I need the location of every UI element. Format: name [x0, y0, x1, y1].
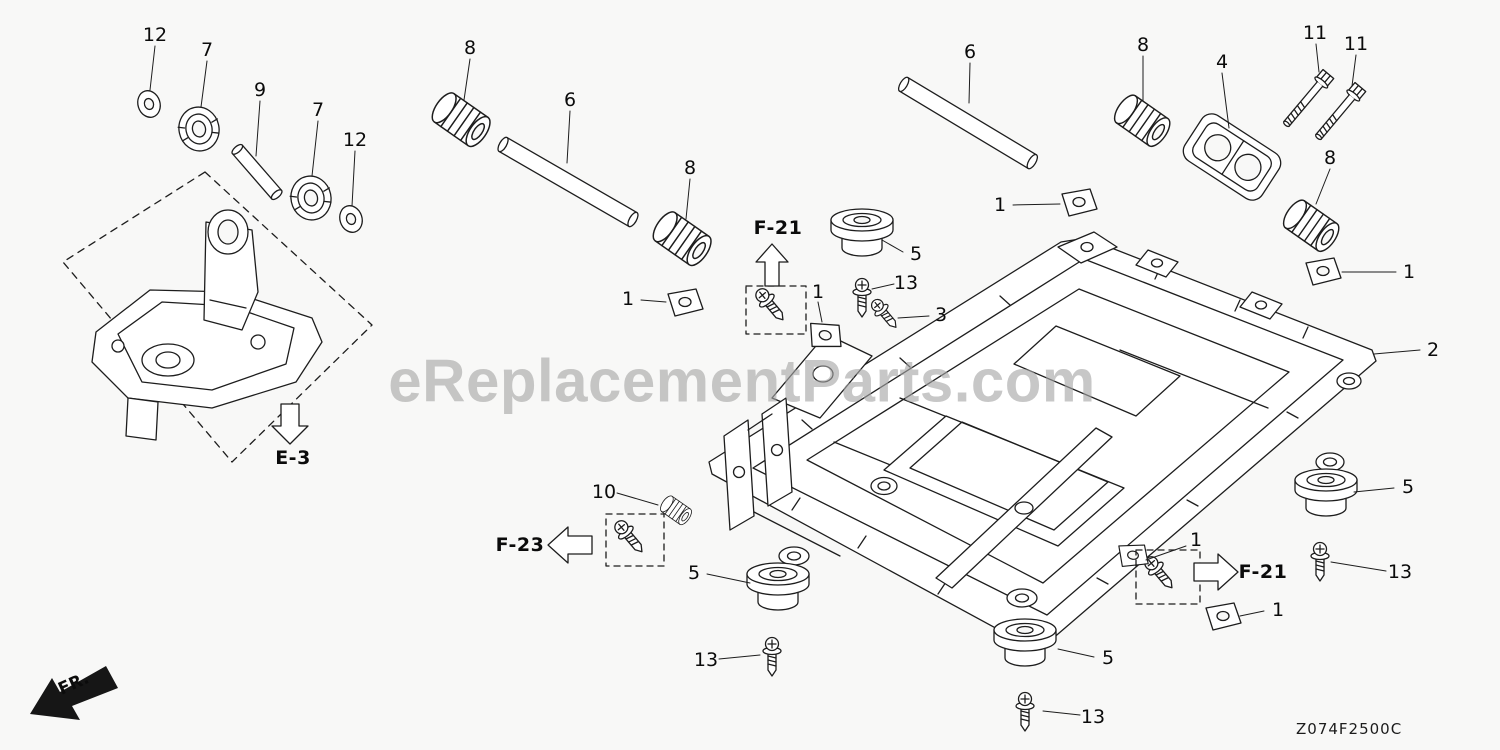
base-pan — [708, 231, 1377, 645]
e3-down-arrow — [271, 403, 309, 445]
front-direction-arrow — [30, 666, 118, 720]
long-rod-part — [495, 75, 1041, 229]
f21-right-arrow — [1193, 553, 1239, 591]
reference-arrows — [271, 243, 1239, 591]
diagram-code: Z074F2500C — [1296, 720, 1403, 738]
mount-bracket-part — [1182, 113, 1282, 201]
engine-mount-bracket — [62, 171, 373, 463]
flange-bolt-part — [1278, 68, 1368, 145]
short-rod-part — [231, 143, 283, 201]
leader-lines — [149, 43, 1421, 716]
f23-left-arrow — [547, 526, 593, 564]
f21-up-arrow — [755, 243, 789, 287]
bumper-part — [657, 493, 695, 528]
watermark: eReplacementParts.com — [388, 347, 1096, 415]
